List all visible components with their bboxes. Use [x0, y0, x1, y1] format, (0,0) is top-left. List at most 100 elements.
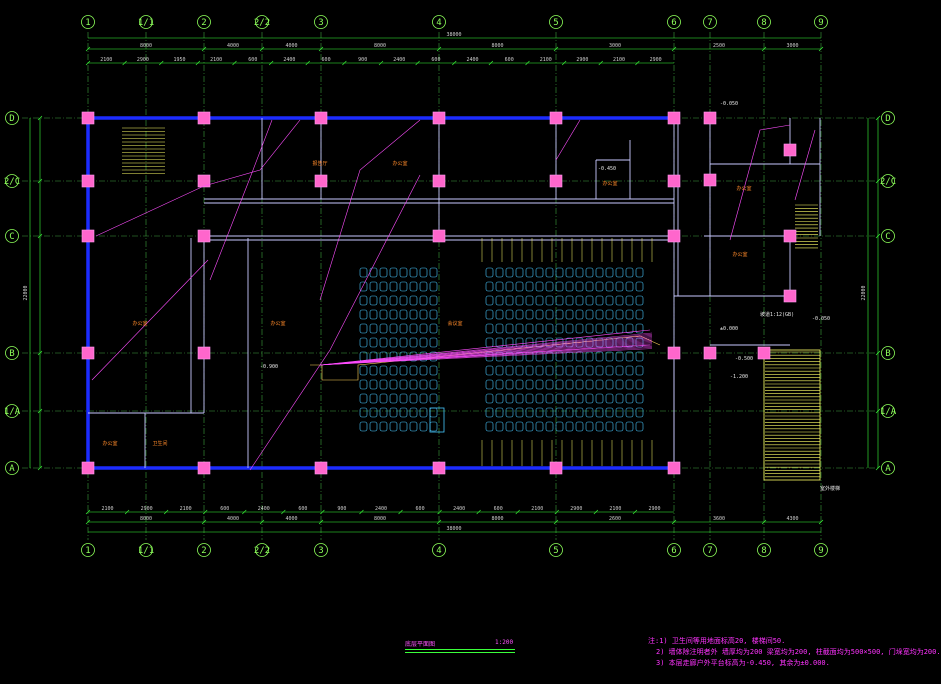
axis-bubble-col [197, 543, 211, 557]
columns [81, 111, 797, 475]
seat [545, 393, 554, 404]
dim-tick [195, 60, 201, 66]
seat [545, 407, 554, 418]
structural-column [81, 346, 95, 360]
dim-tick [159, 60, 164, 66]
seat [635, 281, 644, 292]
dim-span-text: 4000 [285, 43, 297, 49]
structural-column [81, 461, 95, 475]
structural-column [197, 111, 211, 125]
seat [575, 351, 584, 362]
seat [369, 309, 378, 320]
dim-tick [85, 509, 91, 515]
seat [429, 393, 438, 404]
dim-sub-text: 900 [337, 506, 346, 512]
seat [429, 323, 438, 334]
axis-label-col: 3 [318, 546, 323, 556]
level-label: ±0.000 [720, 326, 738, 332]
room-label: 报告厅 [312, 160, 327, 167]
seat [409, 337, 418, 348]
seat [595, 309, 604, 320]
seat [535, 393, 544, 404]
seat [485, 337, 494, 348]
exterior-stair-outline [763, 349, 821, 481]
seat [575, 295, 584, 306]
seat [379, 379, 388, 390]
seat [419, 337, 428, 348]
seat [485, 323, 494, 334]
dim-tick [875, 465, 881, 471]
seat [565, 393, 574, 404]
structural-column [549, 461, 563, 475]
axis-label-col: 2/2 [254, 18, 270, 28]
dim-sub-text: 2900 [141, 506, 153, 512]
seat [595, 379, 604, 390]
room-label: 办公室 [736, 185, 751, 192]
dim-tick [259, 46, 265, 52]
seat [635, 309, 644, 320]
seat [429, 407, 438, 418]
seat [615, 309, 624, 320]
seat [389, 337, 398, 348]
seat [409, 365, 418, 376]
seat [585, 267, 594, 278]
seat [419, 323, 428, 334]
seat [485, 309, 494, 320]
axis-label-col: 1/1 [138, 18, 154, 28]
seat [615, 379, 624, 390]
axis-bubble-col [757, 543, 771, 557]
axis-label-row: 2/C [4, 177, 20, 187]
seat [615, 323, 624, 334]
seat [555, 267, 564, 278]
seat [605, 379, 614, 390]
seat [359, 379, 368, 390]
structural-column [432, 111, 446, 125]
seat [535, 309, 544, 320]
seat [495, 295, 504, 306]
axis-bubble-col [549, 15, 563, 29]
seat [419, 407, 428, 418]
seat [635, 365, 644, 376]
dim-tick [415, 60, 420, 66]
projection-line [319, 348, 653, 366]
dim-tick [875, 350, 881, 356]
level-label: -0.900 [260, 364, 278, 370]
seat [429, 309, 438, 320]
seat [565, 379, 574, 390]
axis-label-col: 7 [707, 546, 712, 556]
seat [389, 421, 398, 432]
seat [555, 281, 564, 292]
seat [615, 365, 624, 376]
seat [515, 379, 524, 390]
axis-bubble-col [255, 543, 269, 557]
seat [495, 393, 504, 404]
seat [369, 393, 378, 404]
dim-tick [259, 519, 265, 525]
seat [495, 379, 504, 390]
seat [555, 351, 564, 362]
seat [389, 267, 398, 278]
seat [399, 323, 408, 334]
seat [555, 365, 564, 376]
dim-span-text: 3000 [609, 43, 621, 49]
dim-tick [875, 178, 881, 184]
seat [605, 267, 614, 278]
dim-tick [561, 60, 567, 66]
seat [545, 295, 554, 306]
seat [555, 379, 564, 390]
seat [595, 365, 604, 376]
axis-bubble-row [5, 174, 19, 188]
dim-tick [452, 60, 457, 66]
axis-bubble-col [314, 15, 328, 29]
seat [615, 351, 624, 362]
room-label: 办公室 [602, 180, 617, 187]
seat [615, 421, 624, 432]
seat [525, 379, 534, 390]
seat [369, 295, 378, 306]
seat [565, 323, 574, 334]
structural-column [703, 346, 717, 360]
seat [615, 295, 624, 306]
seat [595, 351, 604, 362]
axis-bubble-row [5, 111, 19, 125]
seat [515, 281, 524, 292]
